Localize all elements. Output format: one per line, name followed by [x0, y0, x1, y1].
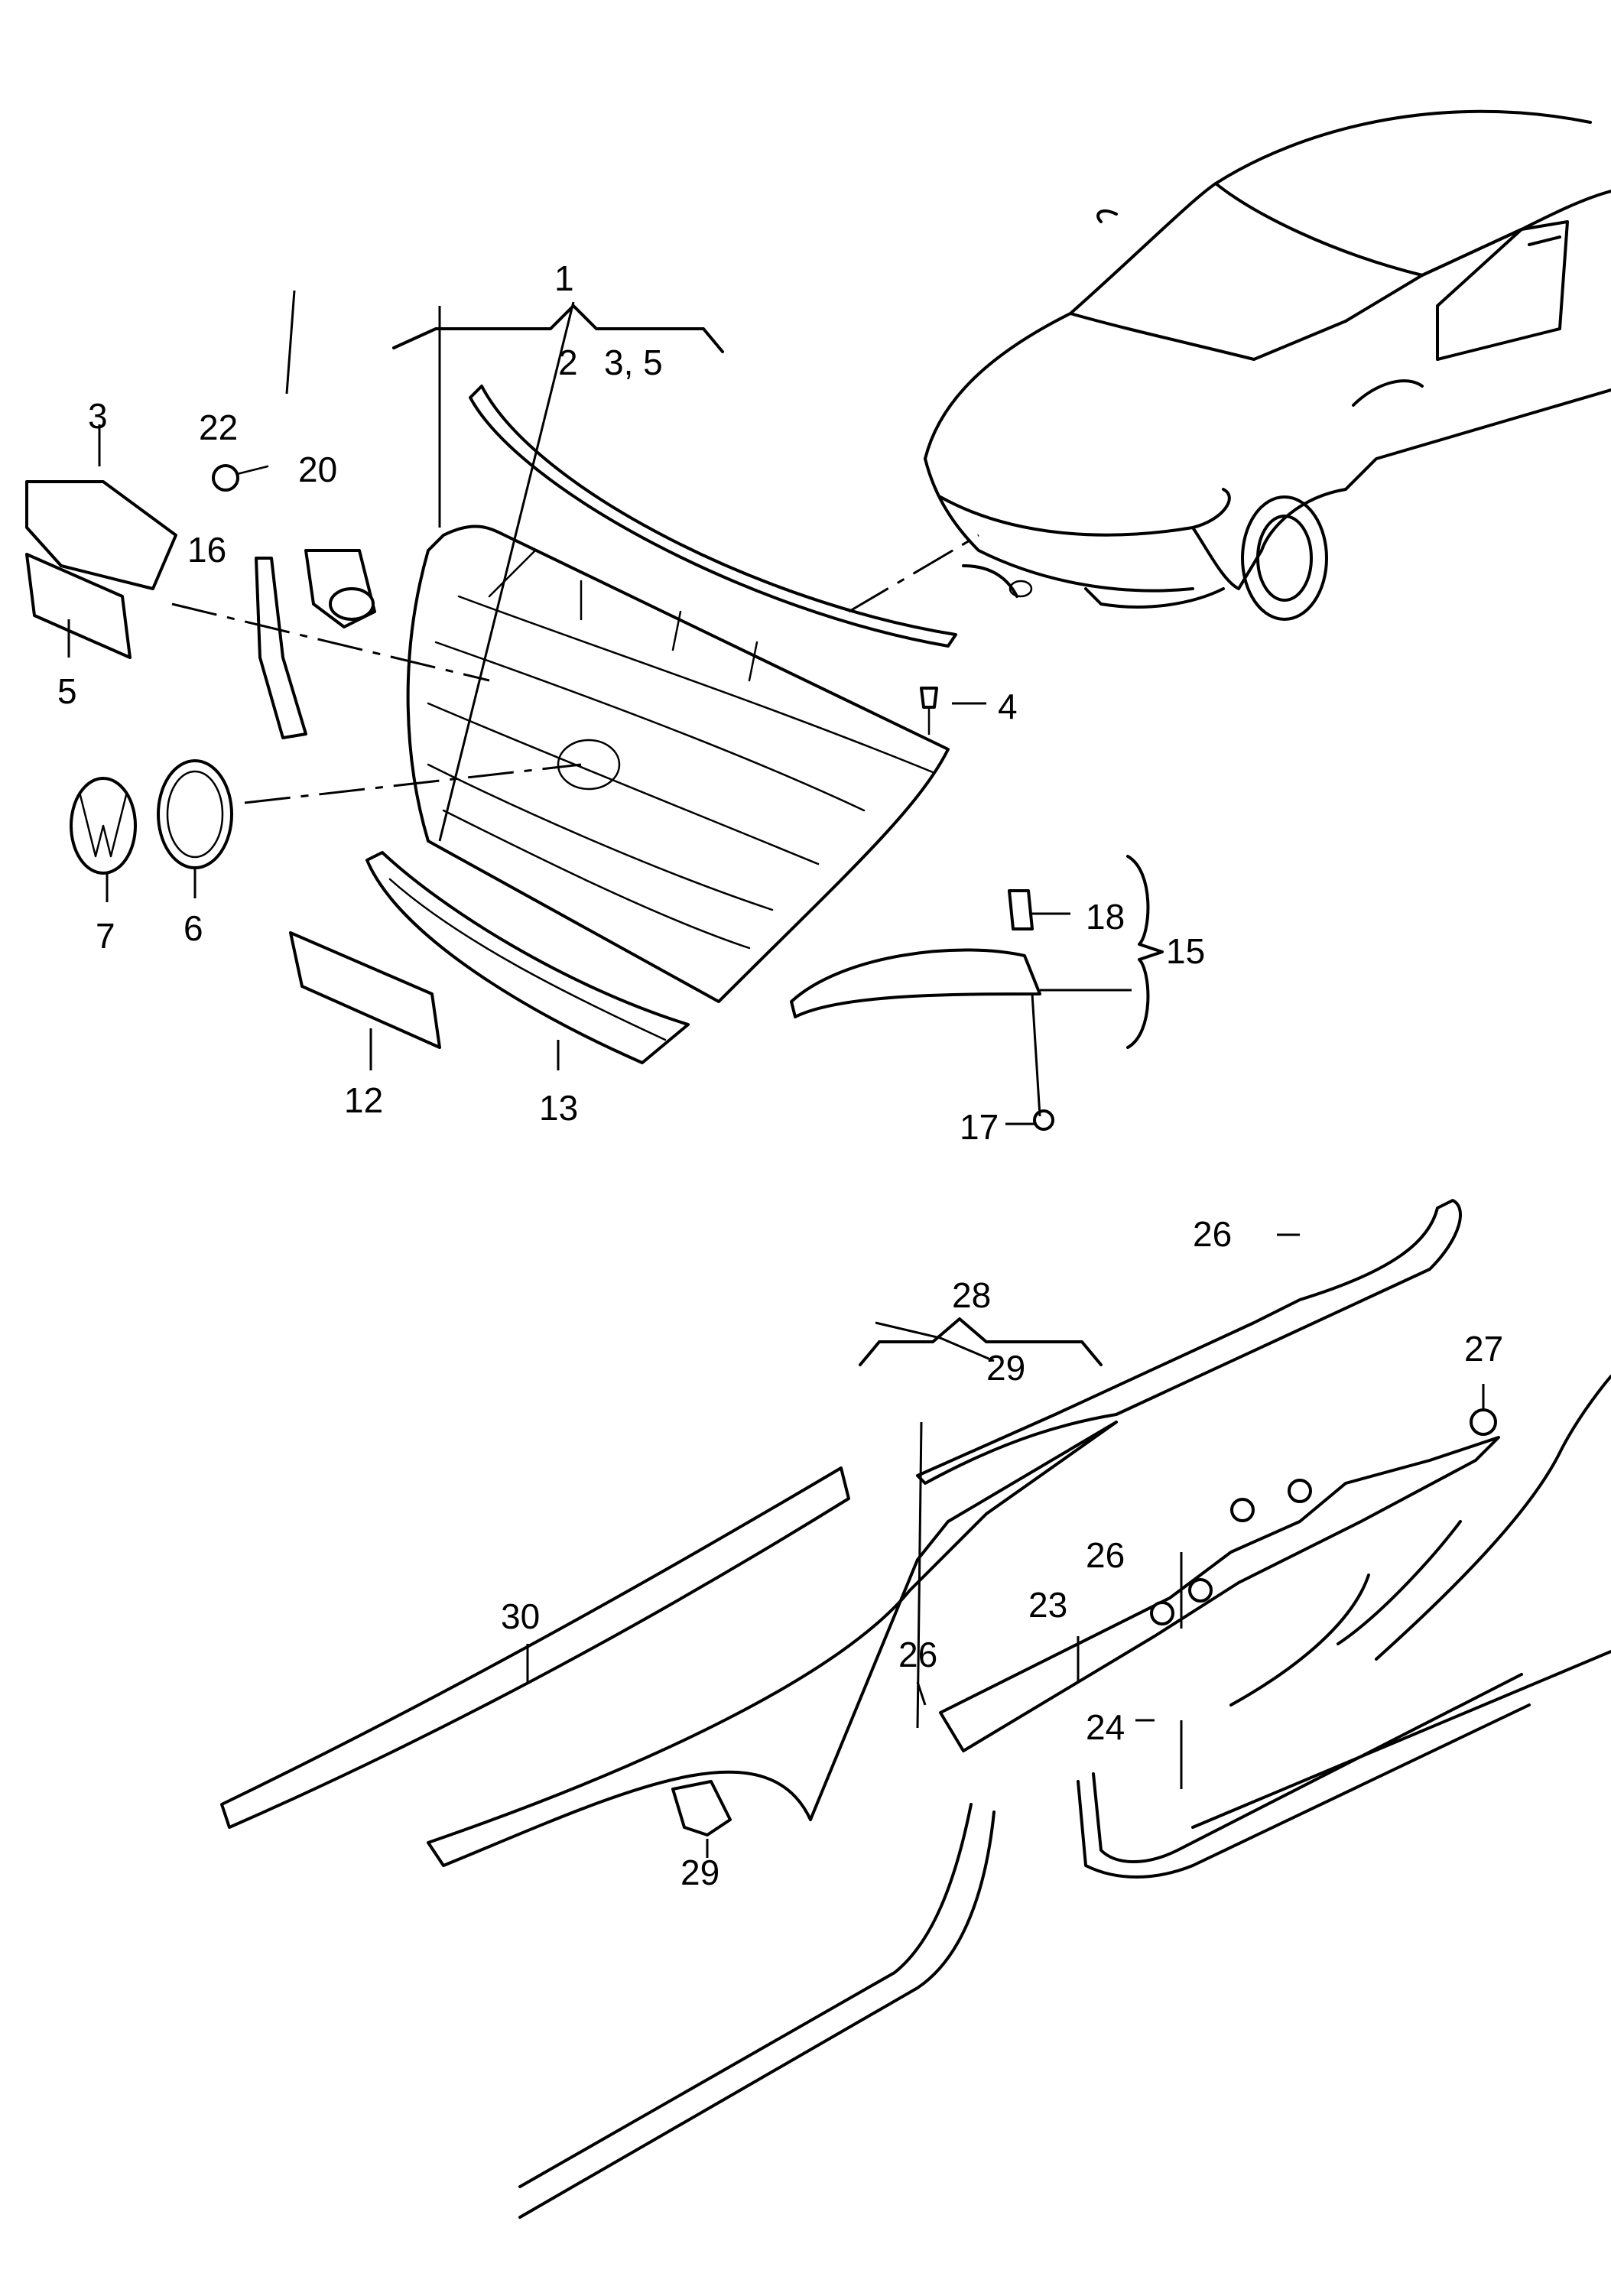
label-4: 4	[998, 687, 1018, 726]
label-26-mid: 26	[1086, 1535, 1125, 1575]
clip-29	[671, 1780, 732, 1836]
label-3-5: 3, 5	[604, 343, 663, 382]
clip-18	[1008, 889, 1034, 930]
screw	[212, 464, 239, 492]
emblem-ring	[157, 759, 233, 869]
label-5: 5	[57, 671, 77, 711]
vw-emblem	[70, 777, 137, 875]
label-26-low: 26	[898, 1635, 937, 1674]
sill-trim-30	[220, 1466, 850, 1829]
label-15: 15	[1166, 931, 1205, 971]
vehicle-illustration	[924, 109, 1611, 621]
trim-panel	[25, 553, 132, 659]
license-plate-holder	[289, 931, 441, 1049]
label-22: 22	[199, 408, 238, 447]
label-24: 24	[1086, 1707, 1125, 1747]
screw-4	[920, 687, 938, 709]
label-17: 17	[960, 1107, 999, 1147]
bracket	[25, 480, 177, 590]
label-7: 7	[96, 916, 115, 956]
label-12: 12	[344, 1080, 383, 1120]
label-23: 23	[1028, 1585, 1067, 1625]
label-13: 13	[539, 1088, 578, 1128]
label-26-top: 26	[1193, 1214, 1232, 1254]
label-27: 27	[1464, 1329, 1503, 1369]
label-3: 3	[88, 396, 108, 436]
label-28: 28	[952, 1275, 991, 1315]
label-30: 30	[501, 1596, 540, 1636]
lower-grille	[365, 851, 690, 1064]
side-strip	[255, 557, 307, 739]
label-20: 20	[298, 450, 337, 489]
label-1: 1	[554, 258, 574, 298]
grille-trim-strip	[469, 385, 957, 648]
label-18: 18	[1086, 897, 1125, 937]
label-29: 29	[680, 1853, 719, 1892]
label-6: 6	[184, 908, 203, 948]
bumper-trim	[790, 948, 1041, 1018]
label-29-group: 29	[986, 1348, 1025, 1388]
nut-27	[1470, 1408, 1497, 1436]
mounting-bracket-23	[939, 1436, 1500, 1752]
label-16: 16	[187, 530, 226, 570]
screw-17	[1033, 1109, 1054, 1131]
label-2: 2	[558, 343, 578, 382]
radiator-grille	[406, 524, 950, 1003]
sill-panel	[427, 1199, 1462, 1867]
